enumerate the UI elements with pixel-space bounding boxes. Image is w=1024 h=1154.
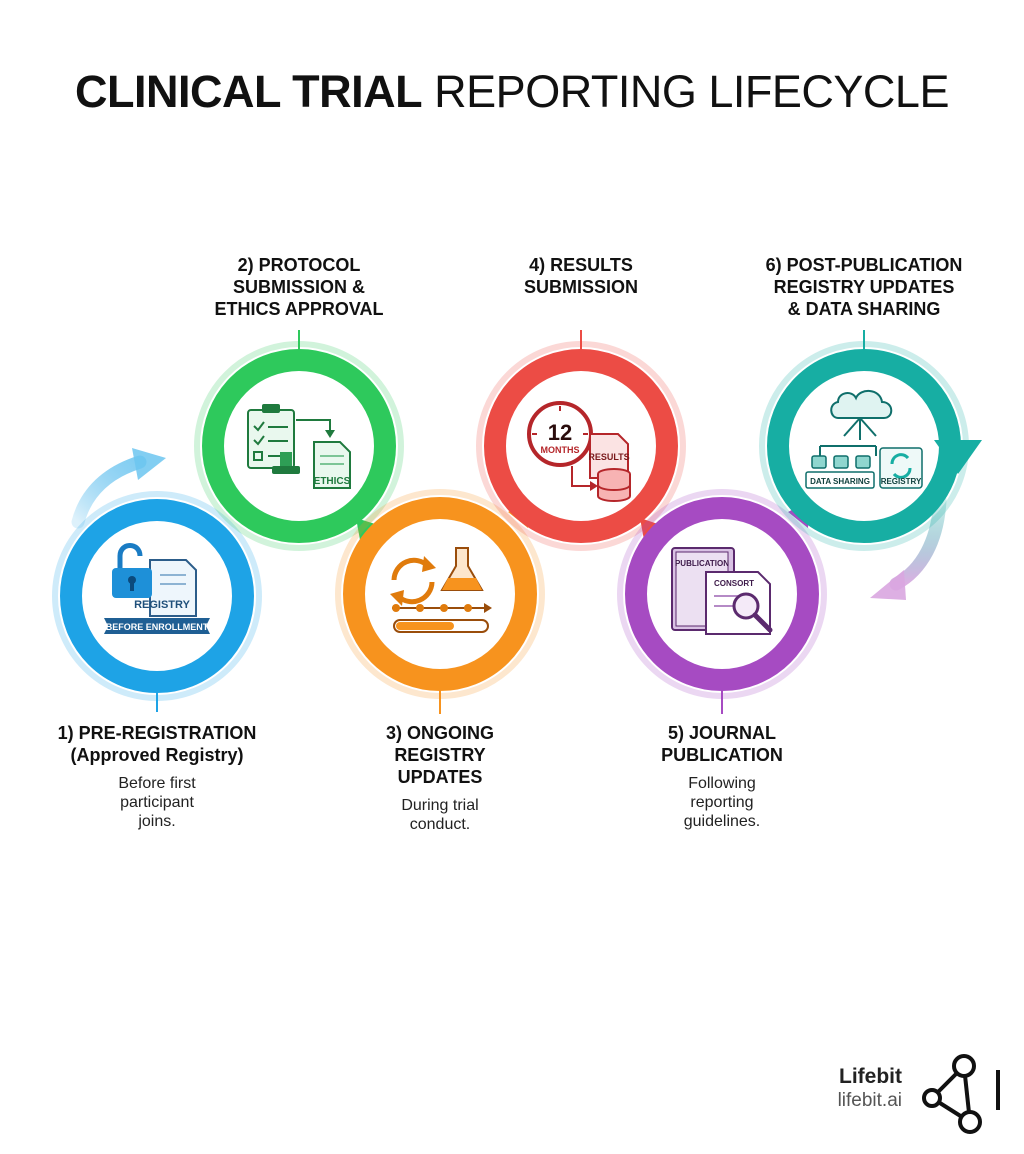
data-sharing-icon-label: DATA SHARING	[810, 477, 870, 486]
step-3-ring	[335, 489, 545, 699]
clock-number-label: 12	[548, 420, 572, 445]
brand: Lifebit lifebit.ai	[826, 1064, 902, 1112]
outgoing-cycle-arrow	[870, 493, 947, 600]
progress-bar-fill	[396, 622, 454, 630]
step-6-label: 6) POST-PUBLICATION REGISTRY UPDATES & D…	[748, 254, 980, 320]
step-5-label: 5) JOURNAL PUBLICATION Following reporti…	[622, 722, 822, 831]
step-1-label: 1) PRE-REGISTRATION (Approved Registry) …	[40, 722, 274, 831]
incoming-cycle-arrow	[71, 448, 166, 529]
registry-icon-label: REGISTRY	[134, 599, 190, 611]
page-title: CLINICAL TRIAL REPORTING LIFECYCLE	[0, 66, 1024, 118]
publication-icon-label: PUBLICATION	[675, 559, 729, 568]
ethics-icon-label: ETHICS	[314, 476, 351, 487]
step-3-label: 3) ONGOING REGISTRY UPDATES During trial…	[340, 722, 540, 834]
before-enrollment-icon-label: BEFORE ENROLLMENT	[106, 622, 209, 632]
results-icon-label: RESULTS	[588, 452, 629, 462]
cloud-data-sharing-registry-sync-icon: DATA SHARING REGISTRY	[805, 390, 923, 489]
step-4-heading: 4) RESULTS SUBMISSION	[523, 255, 638, 297]
clock-months-label: MONTHS	[541, 445, 580, 455]
brand-name: Lifebit	[839, 1065, 902, 1088]
step-6-heading: 6) POST-PUBLICATION REGISTRY UPDATES & D…	[765, 255, 963, 319]
step-1-subtext: Before first participant joins.	[118, 775, 196, 830]
step-5-subtext: Following reporting guidelines.	[683, 775, 761, 830]
step-3-heading: 3) ONGOING REGISTRY UPDATES	[385, 723, 494, 787]
unlocked-padlock-registry-document-icon: REGISTRY BEFORE ENROLLMENT	[104, 543, 210, 634]
title-bold: CLINICAL TRIAL	[75, 66, 423, 117]
refresh-flask-timeline-progress-icon	[390, 547, 492, 633]
step-5-heading: 5) JOURNAL PUBLICATION	[661, 723, 783, 765]
registry-sync-icon-label: REGISTRY	[881, 477, 922, 486]
lifebit-logo-icon	[922, 1054, 1000, 1134]
publication-book-consort-magnifier-icon: PUBLICATION CONSORT	[671, 547, 773, 635]
step-1-heading: 1) PRE-REGISTRATION (Approved Registry)	[57, 723, 257, 765]
step-2-label: 2) PROTOCOL SUBMISSION & ETHICS APPROVAL	[180, 254, 418, 320]
step-4-label: 4) RESULTS SUBMISSION	[481, 254, 681, 298]
step-3-subtext: During trial conduct.	[401, 797, 479, 833]
step-2-heading: 2) PROTOCOL SUBMISSION & ETHICS APPROVAL	[214, 255, 384, 319]
brand-url: lifebit.ai	[837, 1090, 902, 1111]
consort-icon-label: CONSORT	[714, 579, 754, 588]
checklist-clipboard-stamp-ethics-document-icon: ETHICS	[247, 404, 351, 489]
clock-results-database-icon: 12 MONTHS RESULTS	[527, 401, 631, 502]
title-light: REPORTING LIFECYCLE	[434, 66, 949, 117]
